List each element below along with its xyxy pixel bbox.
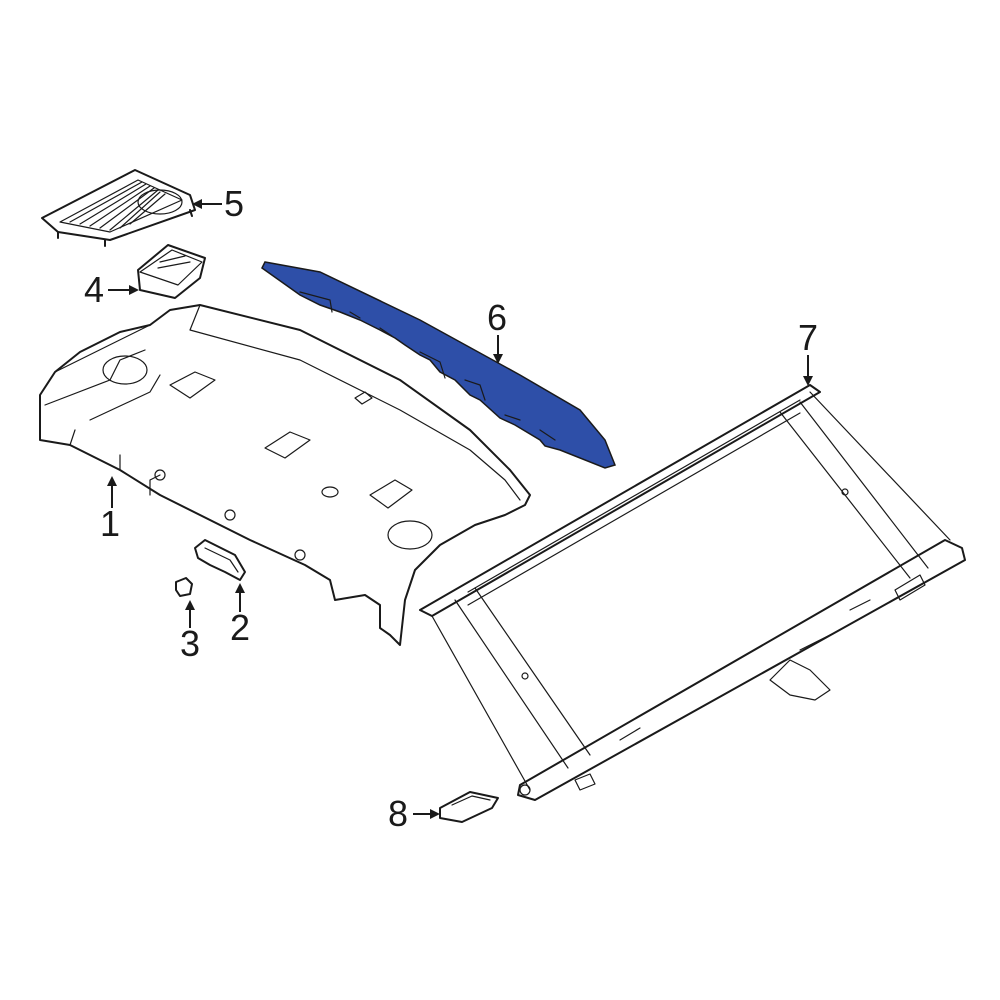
callout-8: 8 <box>388 793 408 834</box>
clip-part <box>175 577 193 597</box>
tab-clip-part <box>439 791 499 823</box>
bracket-part <box>194 539 246 581</box>
package-tray-part <box>39 304 531 646</box>
callout-2: 2 <box>230 607 250 648</box>
callout-leaders <box>107 199 813 819</box>
roller-shade-part <box>419 384 966 801</box>
highlighted-brace-part <box>261 261 617 469</box>
callout-7: 7 <box>798 317 818 358</box>
callout-numbers: 1 2 3 4 5 6 7 8 <box>84 183 818 834</box>
callout-1: 1 <box>100 503 120 544</box>
callout-4: 4 <box>84 269 104 310</box>
callout-6: 6 <box>487 297 507 338</box>
callout-5: 5 <box>224 183 244 224</box>
speaker-grille-part <box>41 169 196 247</box>
cover-cap-part <box>137 244 206 299</box>
callout-3: 3 <box>180 623 200 664</box>
